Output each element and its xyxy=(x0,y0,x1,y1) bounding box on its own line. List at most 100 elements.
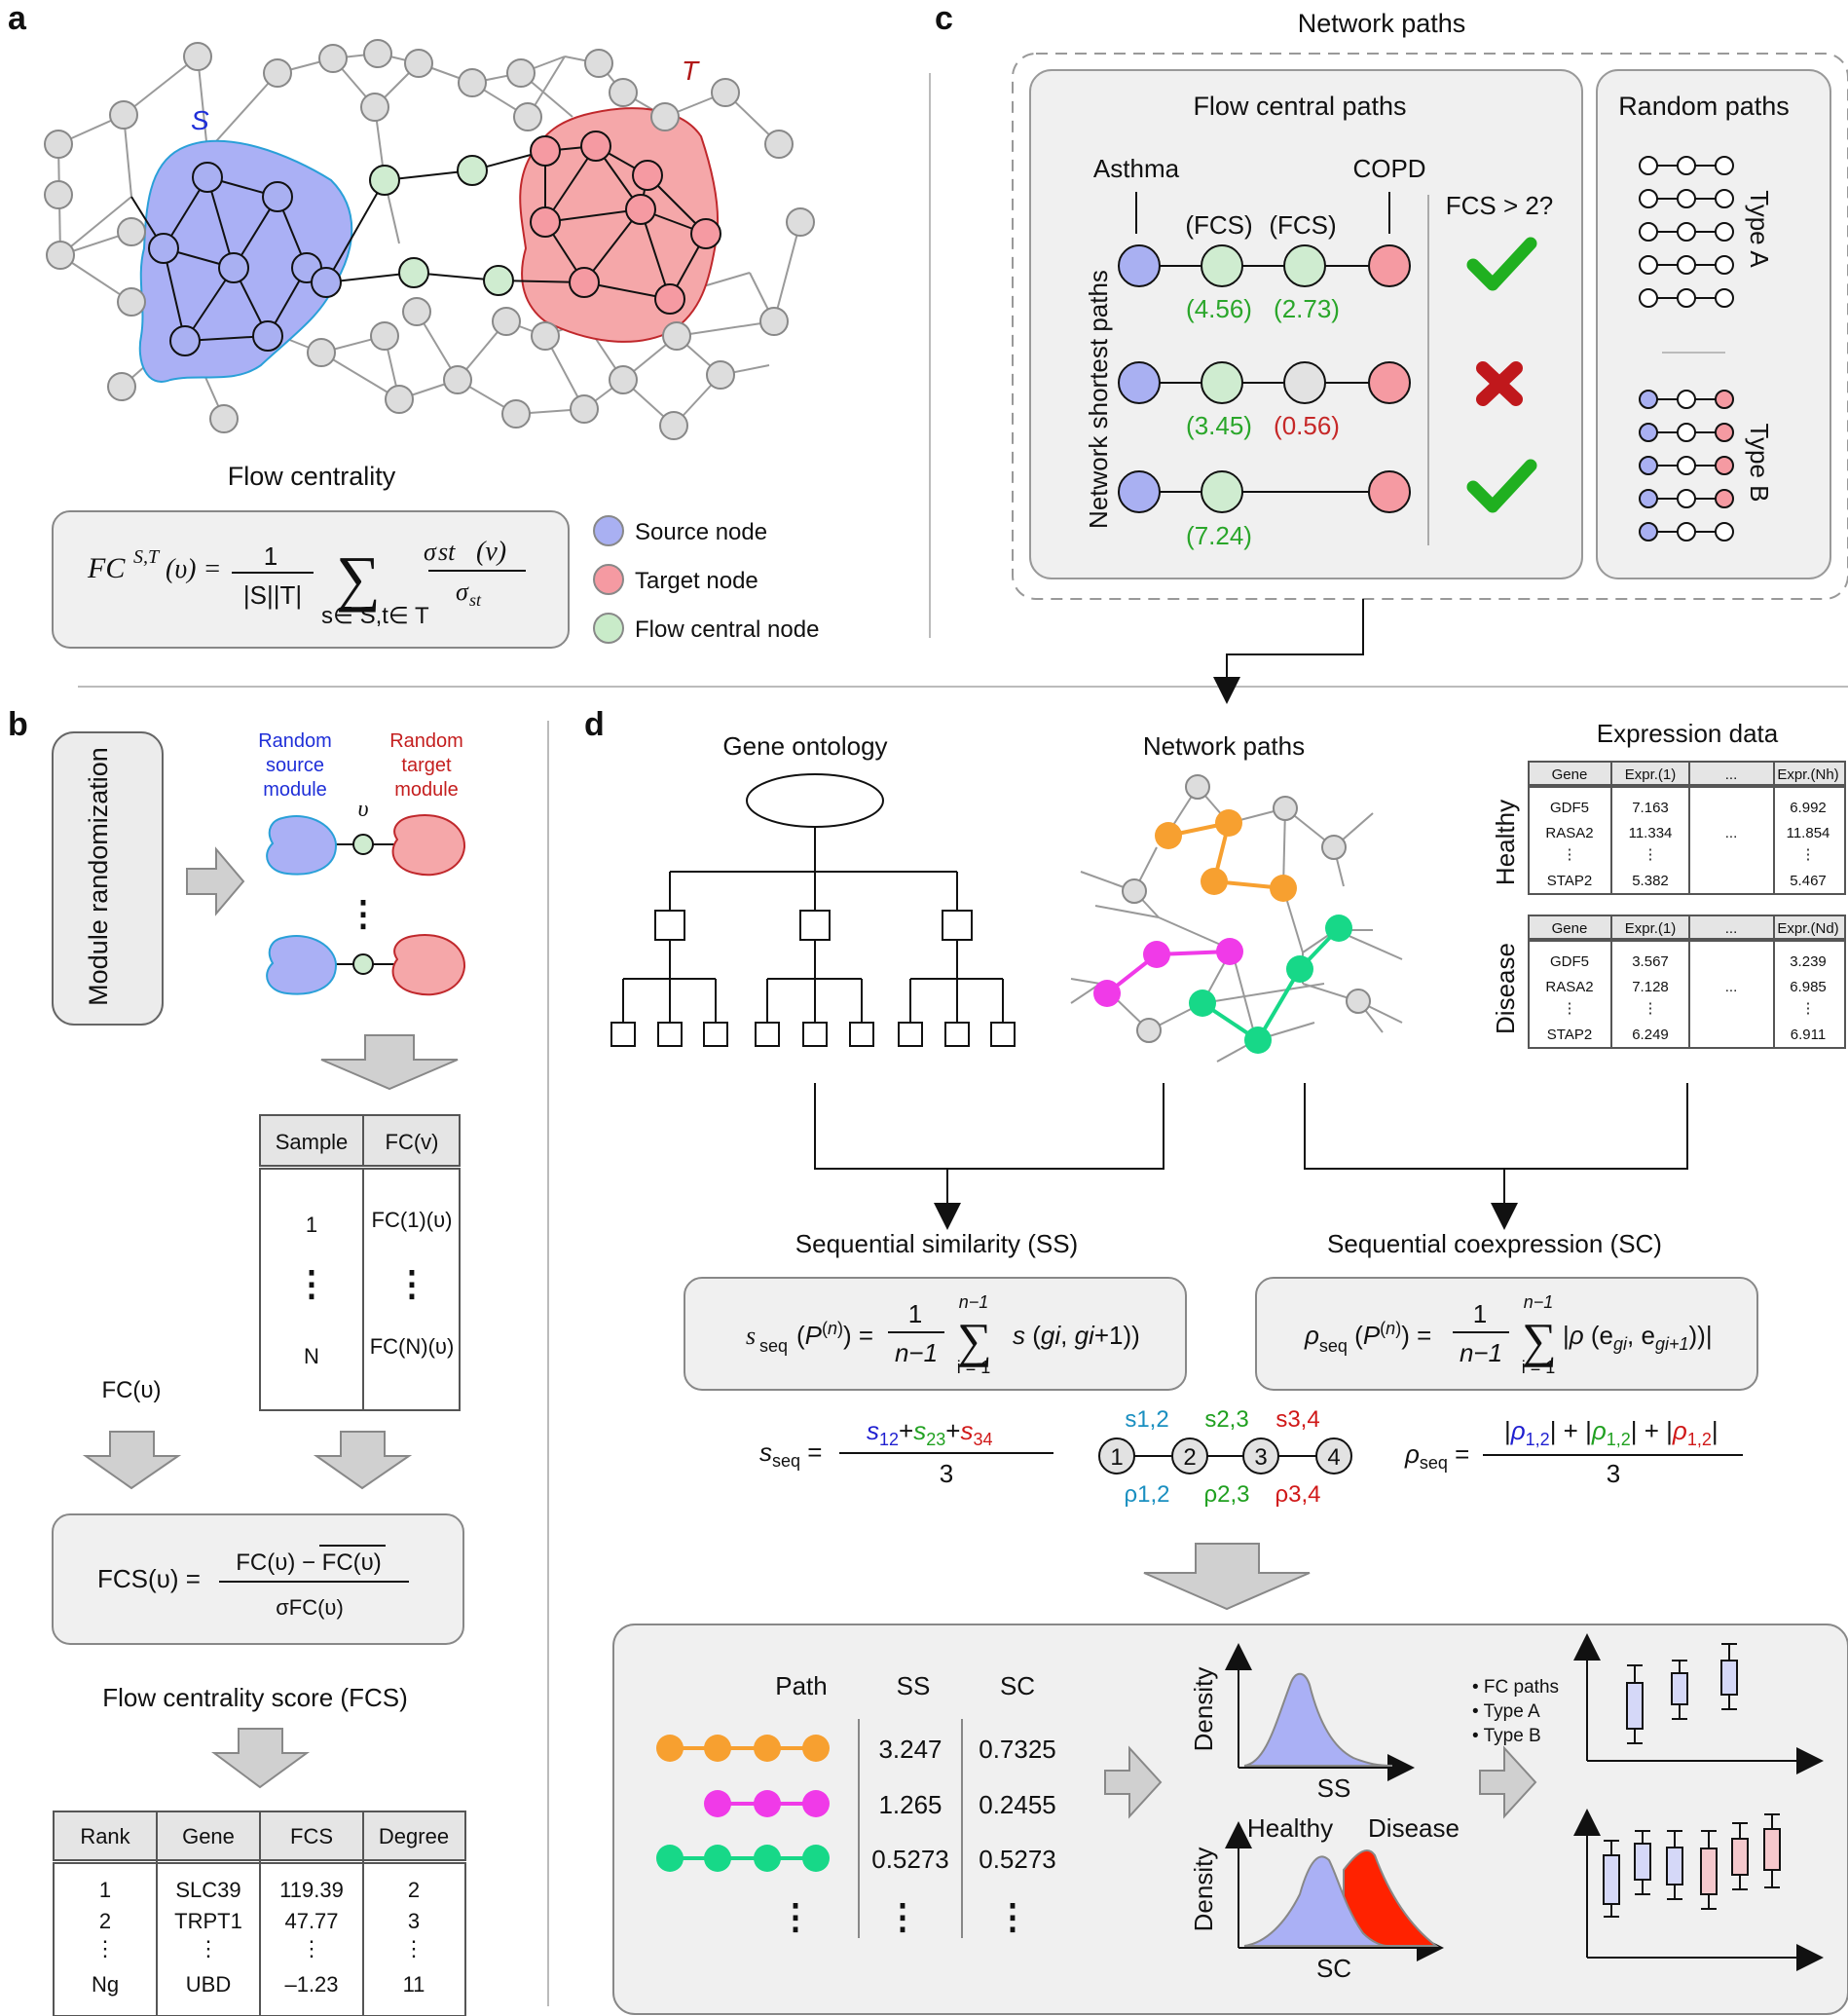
results-table: Path SS SC 3.247 0.7325 1.265 0.2455 0.5… xyxy=(656,1671,1056,1938)
arrow-right-icon xyxy=(1479,1745,1537,1819)
disease-label: Disease xyxy=(1491,943,1520,1034)
target-set-label: T xyxy=(682,56,700,86)
path-node xyxy=(656,1735,684,1762)
random-node xyxy=(1639,522,1658,541)
ss-value-3: 0.5273 xyxy=(871,1845,949,1874)
random-node xyxy=(1715,423,1734,442)
healthy-density-label: Healthy xyxy=(1247,1813,1333,1843)
fcs-question: FCS > 2? xyxy=(1446,191,1554,220)
boxplot-top xyxy=(1573,1633,1824,1774)
random-node xyxy=(1639,189,1658,208)
expr-header: Expr.(Nd) xyxy=(1777,920,1838,937)
boxplot-bottom xyxy=(1573,1809,1824,1971)
results-path-header: Path xyxy=(775,1671,828,1700)
copd-label: COPD xyxy=(1352,154,1425,183)
expression-data-title: Expression data xyxy=(1597,719,1779,748)
rank-cell: 2 xyxy=(99,1909,111,1933)
fcv-row-dots: ⋮ xyxy=(394,1263,429,1303)
arrow-down-icon xyxy=(82,1431,182,1490)
random-node xyxy=(1677,456,1696,475)
formula-sigma-den-sub: st xyxy=(469,590,482,610)
path-node xyxy=(704,1735,731,1762)
legend-flow-central-label: Flow central node xyxy=(635,616,819,643)
gene-ontology-title: Gene ontology xyxy=(722,731,887,761)
expr-cell: ⋮ xyxy=(1563,1000,1577,1017)
sc-density-xlabel: SC xyxy=(1316,1954,1351,1983)
panel-b-label: b xyxy=(8,706,28,743)
ss-density-plot: Density SS xyxy=(1189,1643,1415,1803)
connectors-to-formulas xyxy=(814,1083,1688,1230)
arrow-down-icon xyxy=(1143,1543,1311,1611)
random-node xyxy=(1677,255,1696,275)
chain-node xyxy=(1171,1437,1208,1475)
random-node xyxy=(1677,189,1696,208)
expr-cell: ⋮ xyxy=(1644,1000,1658,1017)
expr-cell: 6.992 xyxy=(1790,800,1827,816)
path1-value-2: (2.73) xyxy=(1274,294,1340,323)
results-sc-header: SC xyxy=(1000,1671,1035,1700)
ss-example: sseq = s12+s23+s34 3 xyxy=(759,1416,1053,1488)
cross-icon xyxy=(1476,361,1523,406)
random-node xyxy=(1639,222,1658,242)
panel-d: d Gene ontology Network paths Expression… xyxy=(584,706,1848,2015)
expr-cell: ⋮ xyxy=(1801,1000,1816,1017)
panel-a-legend: Source node Target node Flow central nod… xyxy=(593,515,819,644)
svg-text:∑: ∑ xyxy=(957,1313,992,1367)
random-target-line3: module xyxy=(394,779,459,801)
ss-title: Sequential similarity (SS) xyxy=(795,1229,1078,1258)
random-node xyxy=(1715,189,1734,208)
flow-central-nodes xyxy=(369,155,514,296)
arrow-down-icon xyxy=(210,1728,311,1789)
expr-header: ... xyxy=(1725,920,1738,937)
asthma-label: Asthma xyxy=(1093,154,1180,183)
fcs-title: Flow centrality score (FCS) xyxy=(102,1683,408,1712)
rank-cell: 3 xyxy=(408,1909,420,1933)
random-node xyxy=(1677,522,1696,541)
svg-text:s (gi, gi+1)): s (gi, gi+1)) xyxy=(1013,1321,1140,1350)
node-v-label: υ xyxy=(357,797,368,822)
sc-formula: ρseq (P(n)) = 1 n−1 n−1 ∑ i = 1 |ρ (egi,… xyxy=(1304,1292,1713,1377)
path2-value-2: (0.56) xyxy=(1274,411,1340,440)
network-paths-d-title: Network paths xyxy=(1143,731,1305,761)
random-node xyxy=(1639,255,1658,275)
random-node xyxy=(1639,423,1658,442)
rank-cell: ⋮ xyxy=(94,1936,116,1960)
random-node xyxy=(1639,489,1658,508)
fc-paths-title: Flow central paths xyxy=(1193,92,1406,121)
rank-cell: –1.23 xyxy=(284,1972,338,1997)
rank-cell: ⋮ xyxy=(301,1936,322,1960)
random-node xyxy=(1715,390,1734,409)
svg-text:ρseq =: ρseq = xyxy=(1404,1439,1469,1473)
sc-density-ylabel: Density xyxy=(1189,1848,1218,1932)
expr-cell: RASA2 xyxy=(1545,825,1593,841)
expr-header: Expr.(1) xyxy=(1625,920,1677,937)
disease-density-label: Disease xyxy=(1368,1813,1460,1843)
box xyxy=(1626,1682,1644,1730)
random-module-pair-1 xyxy=(266,814,466,877)
svg-text:|ρ1,2| + |ρ1,2| + |ρ1,2|: |ρ1,2| + |ρ1,2| + |ρ1,2| xyxy=(1504,1416,1719,1449)
fc-paths-box xyxy=(1029,69,1583,579)
rank-cell: 2 xyxy=(408,1878,420,1902)
fcs-formula-num: FC(υ) − FC(υ) xyxy=(236,1549,382,1576)
chain-node-label: 1 xyxy=(1110,1444,1123,1471)
chain-node xyxy=(1315,1437,1352,1475)
arrow-right-icon xyxy=(186,846,245,916)
svg-text:i = 1: i = 1 xyxy=(1522,1358,1556,1377)
expr-cell: STAP2 xyxy=(1547,1027,1592,1043)
panel-c-label: c xyxy=(935,0,953,37)
box xyxy=(1634,1843,1651,1881)
source-set-label: S xyxy=(191,105,209,135)
random-paths-title: Random paths xyxy=(1618,92,1790,121)
fcs-formula: FCS(υ) = FC(υ) − FC(υ) σFC(υ) xyxy=(97,1545,409,1620)
arrow-c-to-d xyxy=(1213,599,1364,704)
path-node xyxy=(802,1790,830,1817)
expr-cell: 11.854 xyxy=(1787,825,1830,841)
rank-cell: 47.77 xyxy=(284,1909,338,1933)
sc-formula-box xyxy=(1255,1277,1758,1391)
random-module-pair-2 xyxy=(266,934,466,996)
rank-cell: ⋮ xyxy=(403,1936,425,1960)
arrow-down-icon xyxy=(320,1034,459,1091)
random-node xyxy=(1639,288,1658,308)
expr-cell: GDF5 xyxy=(1550,800,1589,816)
